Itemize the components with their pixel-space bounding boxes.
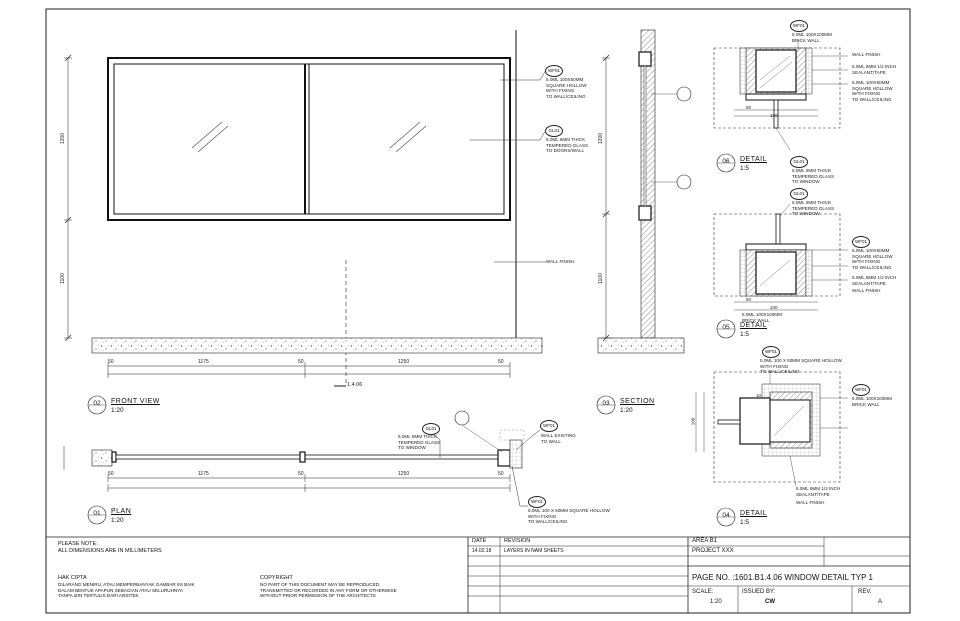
label-front-view-scale: 1:20 xyxy=(111,407,124,414)
tag-gl-front: GL01 xyxy=(545,125,563,137)
note-d04-wall: WALL FINISH xyxy=(796,500,825,505)
dim-d05-a: 100 xyxy=(770,305,778,310)
label-section-view-title: SECTION xyxy=(620,398,655,405)
note-front-wall: WALL FINISH xyxy=(546,259,575,264)
tag-gl-d06: GL01 xyxy=(790,156,808,168)
label-detail-05-title: DETAIL xyxy=(740,322,767,329)
note-d04-top: 5.0ML 100 X 50MM SQUARE HOLLOW WITH FIXI… xyxy=(760,358,842,375)
note-d05-wall: WALL FINISH xyxy=(852,288,881,293)
dim-d06-b: 50 xyxy=(746,105,752,110)
page-number: PAGE NO. :1601.B1.4.06 WINDOW DETAIL TYP… xyxy=(692,573,873,582)
issued-label: ISSUED BY: xyxy=(742,589,776,595)
tag-gl-d05: GL01 xyxy=(790,188,808,200)
section-view xyxy=(597,29,692,354)
tag-wf-d05: WF01 xyxy=(852,236,870,248)
note-d05-bottom: 5.0ML 100X100MM BRICK WALL xyxy=(742,312,782,323)
copyright-text: NO PART OF THIS DOCUMENT MAY BE REPRODUC… xyxy=(260,582,397,599)
dim-front-h-a: 1200 xyxy=(60,132,67,145)
dim-d05-b: 50 xyxy=(746,297,752,302)
label-detail-06-title: DETAIL xyxy=(740,156,767,163)
detail-06 xyxy=(713,40,848,151)
note-d06-top: 5.0ML 100X100MM BRICK WALL xyxy=(792,32,832,43)
tag-wf-plan-bottom: WF01 xyxy=(528,496,546,508)
dim-plan-e2: 50 xyxy=(298,471,304,477)
scale-label: SCALE: xyxy=(692,589,714,595)
dim-front-w-a: 1175 xyxy=(198,359,209,365)
area-label: AREA B1 xyxy=(692,538,718,544)
scale-value: 1:20 xyxy=(710,599,722,605)
dim-front-w-b: 1250 xyxy=(398,359,410,365)
note-d06-bottom: 6.0ML 6MM THICK TEMPERED GLASS TO WINDOW xyxy=(792,168,835,185)
tag-wf-front: WF01 xyxy=(545,65,563,77)
label-detail-06-scale: 1:5 xyxy=(740,165,750,172)
label-plan-view-number: 01 xyxy=(93,510,101,517)
note-d05-top: 6.0ML 6MM THICK TEMPERED GLASS TO WINDOW xyxy=(792,200,835,217)
label-detail-05-number: 05 xyxy=(722,324,730,331)
note-d06-r1: 5.0ML 6MM 1/2 INCH SEALANT/TAPE xyxy=(852,64,897,75)
project-label: PROJECT XXX xyxy=(692,548,734,554)
note-d06-wall: WALL FINISH xyxy=(852,52,881,57)
tag-wf-d04-r: WF01 xyxy=(852,384,870,396)
dim-d04-c: 10 xyxy=(756,393,762,398)
tag-wf-plan-top: WF01 xyxy=(540,420,558,432)
note-front-wf: 5.0ML 100X50MM SQUARE HOLLOW WITH FIXING… xyxy=(546,77,587,99)
note-front-gl: 6.0ML 6MM THICK TEMPERED GLASS TO DOORS/… xyxy=(546,137,589,154)
note-plan-wf-bottom: 5.0ML 100 X 50MM SQUARE HOLLOW WITH FIXI… xyxy=(528,508,610,525)
note-d04-r1: 5.0ML 100X100MM BRICK WALL xyxy=(852,396,892,407)
dim-front-h-b: 1100 xyxy=(59,273,66,284)
note-d05-r2: 5.0ML 6MM 1/2 INCH SEALANT/TAPE xyxy=(852,275,897,286)
label-detail-04-title: DETAIL xyxy=(740,510,767,517)
label-detail-06-number: 06 xyxy=(722,158,730,165)
note-d05-r1: 5.0ML 100X50MM SQUARE HOLLOW WITH FIXING… xyxy=(852,248,893,270)
label-front-view-title: FRONT VIEW xyxy=(111,398,160,405)
issued-value: CW xyxy=(765,599,775,605)
dim-plan-e1: 50 xyxy=(108,471,114,477)
revision-label: REVISION xyxy=(504,538,531,544)
label-front-view-number: 02 xyxy=(93,400,101,407)
dim-front-e2: 50 xyxy=(298,359,304,365)
hak-cipta-title: HAK CIPTA xyxy=(58,575,87,581)
hak-cipta-text: DILARANG MENIRU, ATAU MEMPERBANYAK GAMBA… xyxy=(58,582,195,599)
note-plan-wf-top: WALL EXISTING TO WALL xyxy=(541,433,576,444)
dim-plan-w-b: 1250 xyxy=(398,471,410,477)
tag-wf-d06: WF01 xyxy=(790,20,808,32)
label-detail-04-scale: 1:5 xyxy=(740,519,750,526)
label-detail-05-scale: 1:5 xyxy=(740,331,750,338)
note-d06-r2: 5.0ML 100X50MM SQUARE HOLLOW WITH FIXING… xyxy=(852,80,893,102)
rev-label: REV. xyxy=(858,589,872,595)
note-d04-bottom: 5.0ML 6MM 1/2 INCH SEALANT/TAPE xyxy=(796,486,841,497)
detail-04 xyxy=(695,370,848,487)
view-label-circles xyxy=(87,153,736,527)
detail-05 xyxy=(713,203,848,311)
label-section-view-scale: 1:20 xyxy=(620,407,633,414)
date-value: 14.02.18 xyxy=(472,548,492,554)
dimensions-note: ALL DIMENSIONS ARE IN MILLIMETERS xyxy=(58,548,162,554)
label-plan-view-title: PLAN xyxy=(111,508,132,515)
date-label: DATE xyxy=(472,538,487,544)
dim-plan-w-a: 1175 xyxy=(198,471,209,477)
revision-value: LAYERS IN NAM SHEETS xyxy=(504,548,564,554)
dim-section-h-b: 1100 xyxy=(597,273,604,284)
dim-front-e3: 50 xyxy=(498,359,504,365)
label-plan-view-scale: 1:20 xyxy=(111,517,124,524)
dim-d06-a: 100 xyxy=(770,113,778,118)
front-view xyxy=(64,30,547,387)
copyright-title: COPYRIGHT xyxy=(260,575,293,581)
plan-view xyxy=(63,410,541,507)
title-block-lines xyxy=(46,536,910,613)
tag-wf-d04: WF01 xyxy=(762,346,780,358)
rev-value: A xyxy=(878,599,883,605)
section-cut-ref: 1.4.06 xyxy=(347,382,363,388)
label-detail-04-number: 04 xyxy=(722,512,730,519)
please-note: PLEASE NOTE: xyxy=(58,541,98,547)
dim-section-h-a: 1200 xyxy=(598,132,605,145)
note-plan-gl: 6.0ML 6MM THICK TEMPERED GLASS TO WINDOW xyxy=(398,434,441,451)
dim-d04-a: 100 xyxy=(690,417,696,426)
tag-gl-plan: GL01 xyxy=(422,423,440,435)
dim-front-e1: 50 xyxy=(108,359,114,365)
dim-plan-e3: 50 xyxy=(498,471,504,477)
label-section-view-number: 03 xyxy=(602,400,610,407)
